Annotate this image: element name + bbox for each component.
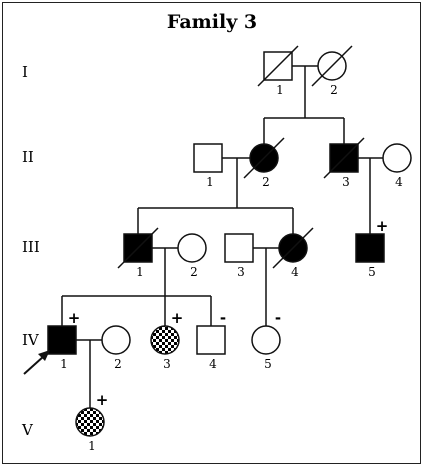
individual-number: 4 [395,175,403,189]
individual-number: 5 [368,265,376,279]
individual-iv-3: 3+ [150,309,184,371]
male-symbol [196,325,226,355]
female-symbol [75,407,105,437]
deceased-slash [272,227,314,269]
test-positive-sign: + [96,391,109,409]
individual-iv-4: 4- [196,309,226,371]
test-negative-sign: - [275,309,281,327]
deceased-slash [323,137,365,179]
individual-number: 2 [114,357,122,371]
individual-iii-5: 5+ [355,217,389,279]
individual-number: 3 [237,265,245,279]
individual-iv-5: 5- [251,309,281,371]
test-positive-sign: + [171,309,184,327]
relationship-lines [61,65,383,408]
test-positive-sign: + [376,217,389,235]
individual-v-1: 1+ [75,391,109,453]
affected-male-symbol [355,233,385,263]
individual-number: 1 [276,83,284,97]
individual-number: 2 [330,83,338,97]
female-symbol [382,143,412,173]
generation-label-5: V [21,421,34,439]
male-symbol [224,233,254,263]
individual-i-1: 1 [257,45,299,97]
deceased-slash [117,227,159,269]
pedigree-frame [2,2,421,464]
individual-number: 2 [262,175,270,189]
deceased-slash [243,137,285,179]
female-symbol [251,325,281,355]
individual-iii-4: 4 [272,227,314,279]
generation-label-1: I [22,63,28,81]
test-positive-sign: + [68,309,81,327]
individual-iii-2: 2 [177,233,207,279]
female-symbol [177,233,207,263]
proband-arrow [23,350,50,375]
generation-label-3: III [22,238,40,256]
individual-iii-1: 1 [117,227,159,279]
female-symbol [150,325,180,355]
affected-male-symbol [47,325,77,355]
female-symbol [101,325,131,355]
individual-ii-3: 3 [323,137,365,189]
individual-number: 4 [209,357,217,371]
generation-label-4: IV [22,331,40,349]
individual-iv-1: 1+ [47,309,81,371]
generation-label-2: II [22,148,34,166]
individual-ii-1: 1 [193,143,223,189]
individual-number: 1 [206,175,214,189]
deceased-slash [257,45,299,87]
individual-number: 3 [163,357,171,371]
individual-ii-2: 2 [243,137,285,189]
individual-iii-3: 3 [224,233,254,279]
test-negative-sign: - [220,309,226,327]
pedigree-title: Family 3 [167,11,257,33]
individual-number: 1 [60,357,68,371]
individual-number: 1 [136,265,144,279]
individual-number: 5 [264,357,272,371]
deceased-slash [311,45,353,87]
male-symbol [193,143,223,173]
individual-number: 2 [190,265,198,279]
individual-number: 1 [88,439,96,453]
individual-iv-2: 2 [101,325,131,371]
individual-ii-4: 4 [382,143,412,189]
individual-number: 4 [291,265,299,279]
individual-i-2: 2 [311,45,353,97]
individual-number: 3 [342,175,350,189]
